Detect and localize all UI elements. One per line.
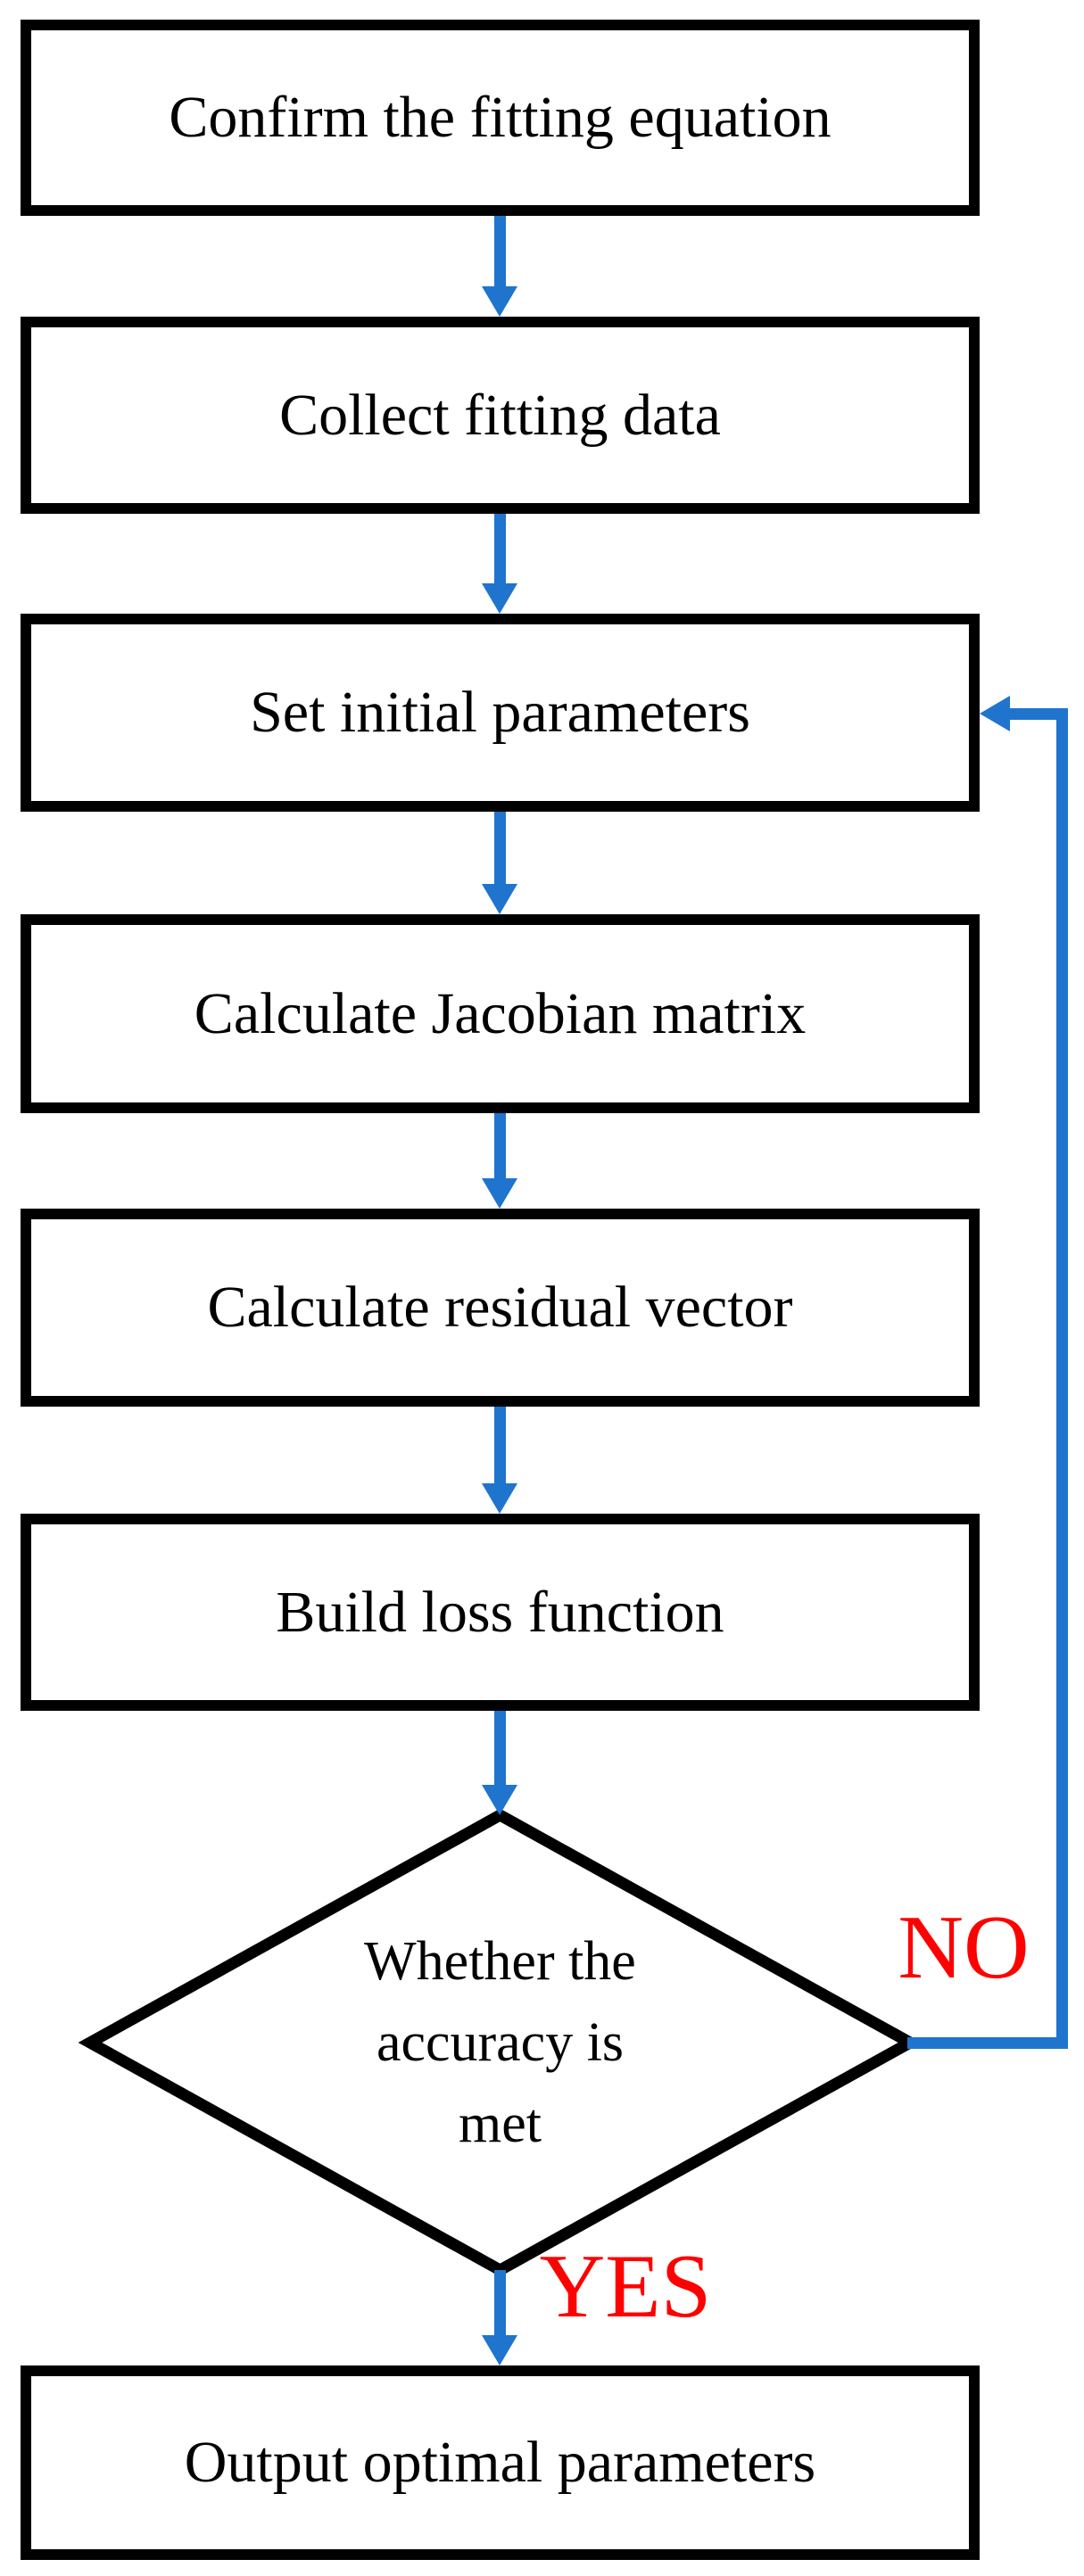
node-label: Build loss function [276, 1579, 724, 1645]
arrowhead-down-icon [482, 2335, 517, 2365]
node-collect-fitting-data: Collect fitting data [21, 317, 980, 514]
arrowhead-down-icon [482, 286, 517, 317]
decision-label-line: Whether the [364, 1931, 636, 1992]
arrowhead-down-icon [482, 1178, 517, 1209]
arrow-shaft [494, 216, 506, 286]
node-label: Confirm the fitting equation [169, 85, 832, 150]
arrow-shaft [494, 2270, 506, 2335]
node-label: Calculate residual vector [207, 1275, 793, 1340]
node-set-initial-parameters: Set initial parameters [21, 614, 980, 812]
node-calculate-jacobian-matrix: Calculate Jacobian matrix [21, 914, 980, 1113]
arrowhead-left-icon [980, 696, 1010, 731]
feedback-vertical-segment [1056, 708, 1068, 2049]
node-output-optimal-parameters: Output optimal parameters [21, 2365, 980, 2560]
arrowhead-down-icon [482, 1483, 517, 1514]
node-label: Collect fitting data [279, 382, 721, 448]
feedback-bottom-segment [907, 2037, 1068, 2049]
node-label: Output optimal parameters [184, 2430, 816, 2495]
label-yes: YES [539, 2236, 712, 2337]
decision-label-line: accuracy is [376, 2012, 625, 2073]
decision-label: Whether the accuracy is met [79, 1804, 922, 2282]
arrow-shaft [494, 1113, 506, 1178]
label-no: NO [898, 1897, 1030, 1998]
arrow-shaft [494, 1407, 506, 1483]
decision-label-line: met [459, 2093, 542, 2154]
arrowhead-down-icon [482, 583, 517, 614]
feedback-top-segment [1008, 708, 1056, 720]
arrowhead-down-icon [482, 884, 517, 914]
node-label: Set initial parameters [250, 680, 750, 745]
arrow-shaft [494, 812, 506, 884]
node-confirm-fitting-equation: Confirm the fitting equation [21, 20, 980, 216]
arrow-shaft [494, 1711, 506, 1785]
arrow-shaft [494, 514, 506, 583]
arrowhead-down-icon [482, 1785, 517, 1815]
node-build-loss-function: Build loss function [21, 1514, 980, 1711]
node-label: Calculate Jacobian matrix [194, 980, 807, 1046]
node-calculate-residual-vector: Calculate residual vector [21, 1209, 980, 1407]
